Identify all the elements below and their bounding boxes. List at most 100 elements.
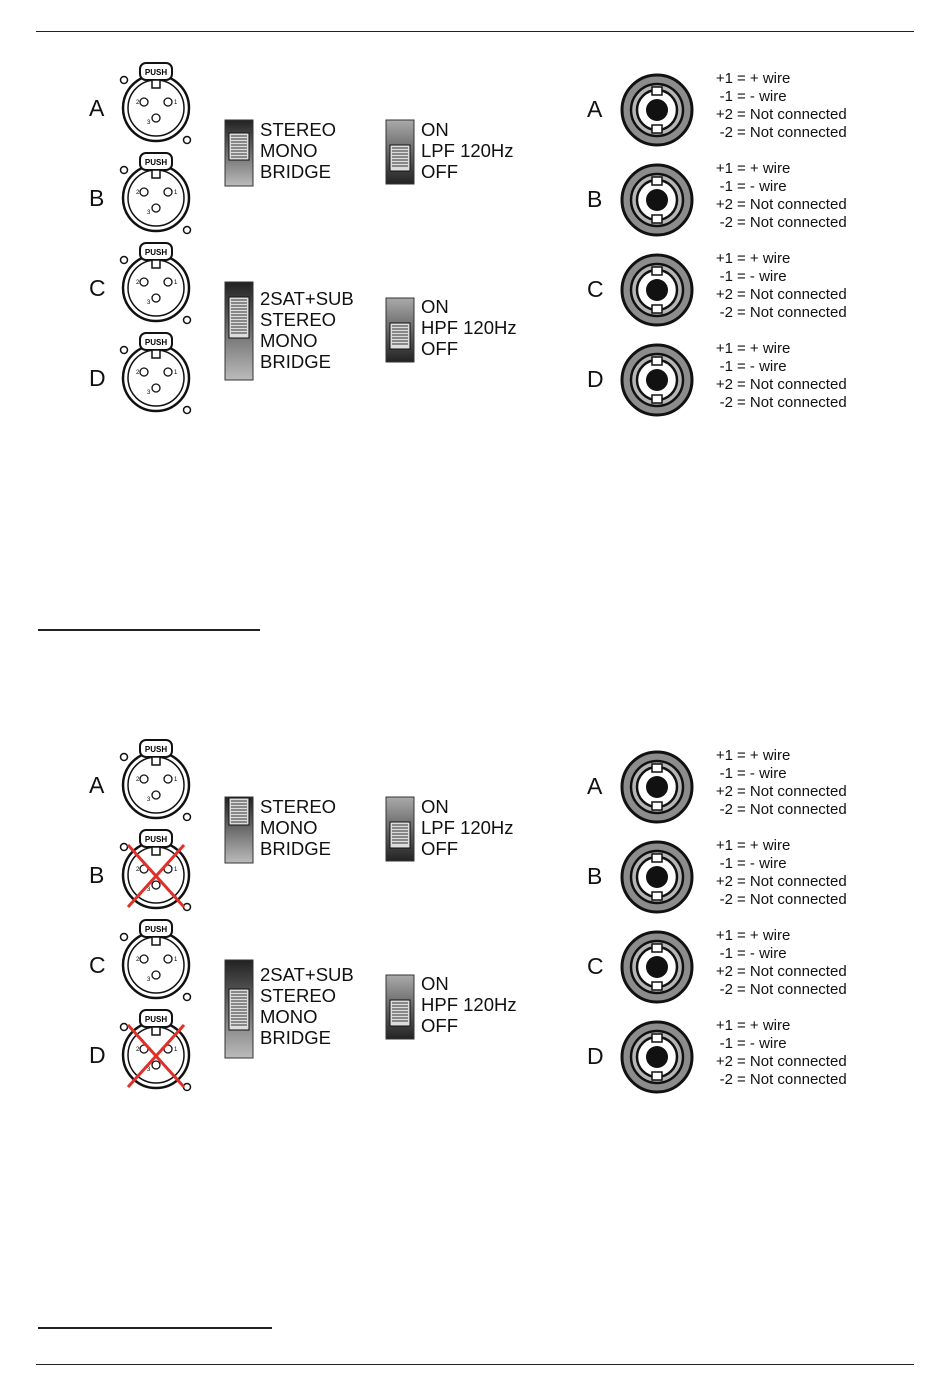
input-letter-b: B (89, 862, 105, 888)
pin-description: = Not connected (737, 1053, 847, 1070)
mode-switch-cd[interactable] (224, 281, 254, 381)
pin-label: +2 (715, 376, 733, 393)
wiring-row: -2= Not connected (705, 124, 847, 142)
pin-description: = + wire (737, 340, 791, 357)
wiring-row: +1= + wire (705, 70, 847, 88)
speakon-output-d-connector (619, 1019, 695, 1095)
pin-description: = Not connected (737, 1071, 847, 1088)
speakon-output-c-connector (619, 929, 695, 1005)
wiring-legend-a: +1= + wire-1= - wire+2= Not connected-2=… (705, 747, 847, 819)
mode-label: BRIDGE (260, 351, 331, 372)
push-label: PUSH (145, 745, 167, 754)
pin-label: +1 (715, 747, 733, 764)
hpf-label: HPF 120Hz (421, 994, 517, 1015)
pin-label: -1 (719, 945, 733, 962)
input-letter-c: C (89, 952, 106, 978)
svg-text:1: 1 (174, 100, 178, 106)
pin-description: = Not connected (737, 873, 847, 890)
mode-label: MONO (260, 140, 318, 161)
svg-text:2: 2 (136, 867, 140, 873)
output-letter-a: A (587, 773, 603, 799)
svg-text:1: 1 (174, 1047, 178, 1053)
pin-label: -2 (719, 304, 733, 321)
output-letter-d: D (587, 366, 604, 392)
wiring-row: -1= - wire (705, 358, 847, 376)
pin-description: = + wire (737, 1017, 791, 1034)
output-letter-c: C (587, 953, 604, 979)
switch-knob (389, 821, 411, 849)
pin-label: +1 (715, 250, 733, 267)
wiring-row: +1= + wire (705, 1017, 847, 1035)
svg-text:2: 2 (136, 370, 140, 376)
wiring-row: -1= - wire (705, 765, 847, 783)
wiring-legend-b: +1= + wire-1= - wire+2= Not connected-2=… (705, 160, 847, 232)
svg-text:1: 1 (174, 190, 178, 196)
mode-switch-cd[interactable] (224, 959, 254, 1059)
pin-label: +2 (715, 783, 733, 800)
mode-switch-ab[interactable] (224, 119, 254, 187)
pin-description: = Not connected (737, 394, 847, 411)
input-letter-b: B (89, 185, 105, 211)
pin-description: = - wire (737, 945, 787, 962)
wiring-row: -2= Not connected (705, 1071, 847, 1089)
lpf-switch[interactable] (385, 119, 415, 185)
wiring-row: -1= - wire (705, 1035, 847, 1053)
wiring-row: -2= Not connected (705, 981, 847, 999)
hpf-label: HPF 120Hz (421, 317, 517, 338)
hpf-switch[interactable] (385, 974, 415, 1040)
pin-label: +1 (715, 837, 733, 854)
pin-description: = Not connected (737, 286, 847, 303)
pin-label: -1 (719, 1035, 733, 1052)
hpf-label: OFF (421, 1015, 458, 1036)
lpf-switch[interactable] (385, 796, 415, 862)
wiring-legend-c: +1= + wire-1= - wire+2= Not connected-2=… (705, 927, 847, 999)
pin-description: = Not connected (737, 124, 847, 141)
hpf-switch[interactable] (385, 297, 415, 363)
push-label: PUSH (145, 248, 167, 257)
lpf-label: LPF 120Hz (421, 140, 514, 161)
pin-label: -2 (719, 981, 733, 998)
pin-label: +2 (715, 873, 733, 890)
lpf-label: OFF (421, 161, 458, 182)
pin-label: +2 (715, 286, 733, 303)
section-underline-1 (38, 629, 260, 631)
svg-text:2: 2 (136, 100, 140, 106)
svg-text:1: 1 (174, 777, 178, 783)
svg-text:2: 2 (136, 190, 140, 196)
push-label: PUSH (145, 68, 167, 77)
speakon-output-b-connector (619, 839, 695, 915)
mode-label: MONO (260, 1006, 318, 1027)
svg-text:3: 3 (147, 887, 151, 893)
mode-label: 2SAT+SUB (260, 288, 354, 309)
input-letter-c: C (89, 275, 106, 301)
wiring-row: -2= Not connected (705, 801, 847, 819)
svg-text:2: 2 (136, 280, 140, 286)
svg-text:1: 1 (174, 867, 178, 873)
pin-description: = Not connected (737, 304, 847, 321)
pin-label: -1 (719, 855, 733, 872)
pin-label: +2 (715, 106, 733, 123)
pin-label: -1 (719, 88, 733, 105)
pin-description: = Not connected (737, 963, 847, 980)
svg-text:3: 3 (147, 977, 151, 983)
mode-label: STEREO (260, 985, 337, 1006)
mode-switch-ab[interactable] (224, 796, 254, 864)
pin-description: = + wire (737, 747, 791, 764)
pin-label: -2 (719, 1071, 733, 1088)
wiring-row: +1= + wire (705, 927, 847, 945)
svg-text:1: 1 (174, 370, 178, 376)
pin-description: = + wire (737, 250, 791, 267)
svg-text:2: 2 (136, 957, 140, 963)
output-letter-d: D (587, 1043, 604, 1069)
